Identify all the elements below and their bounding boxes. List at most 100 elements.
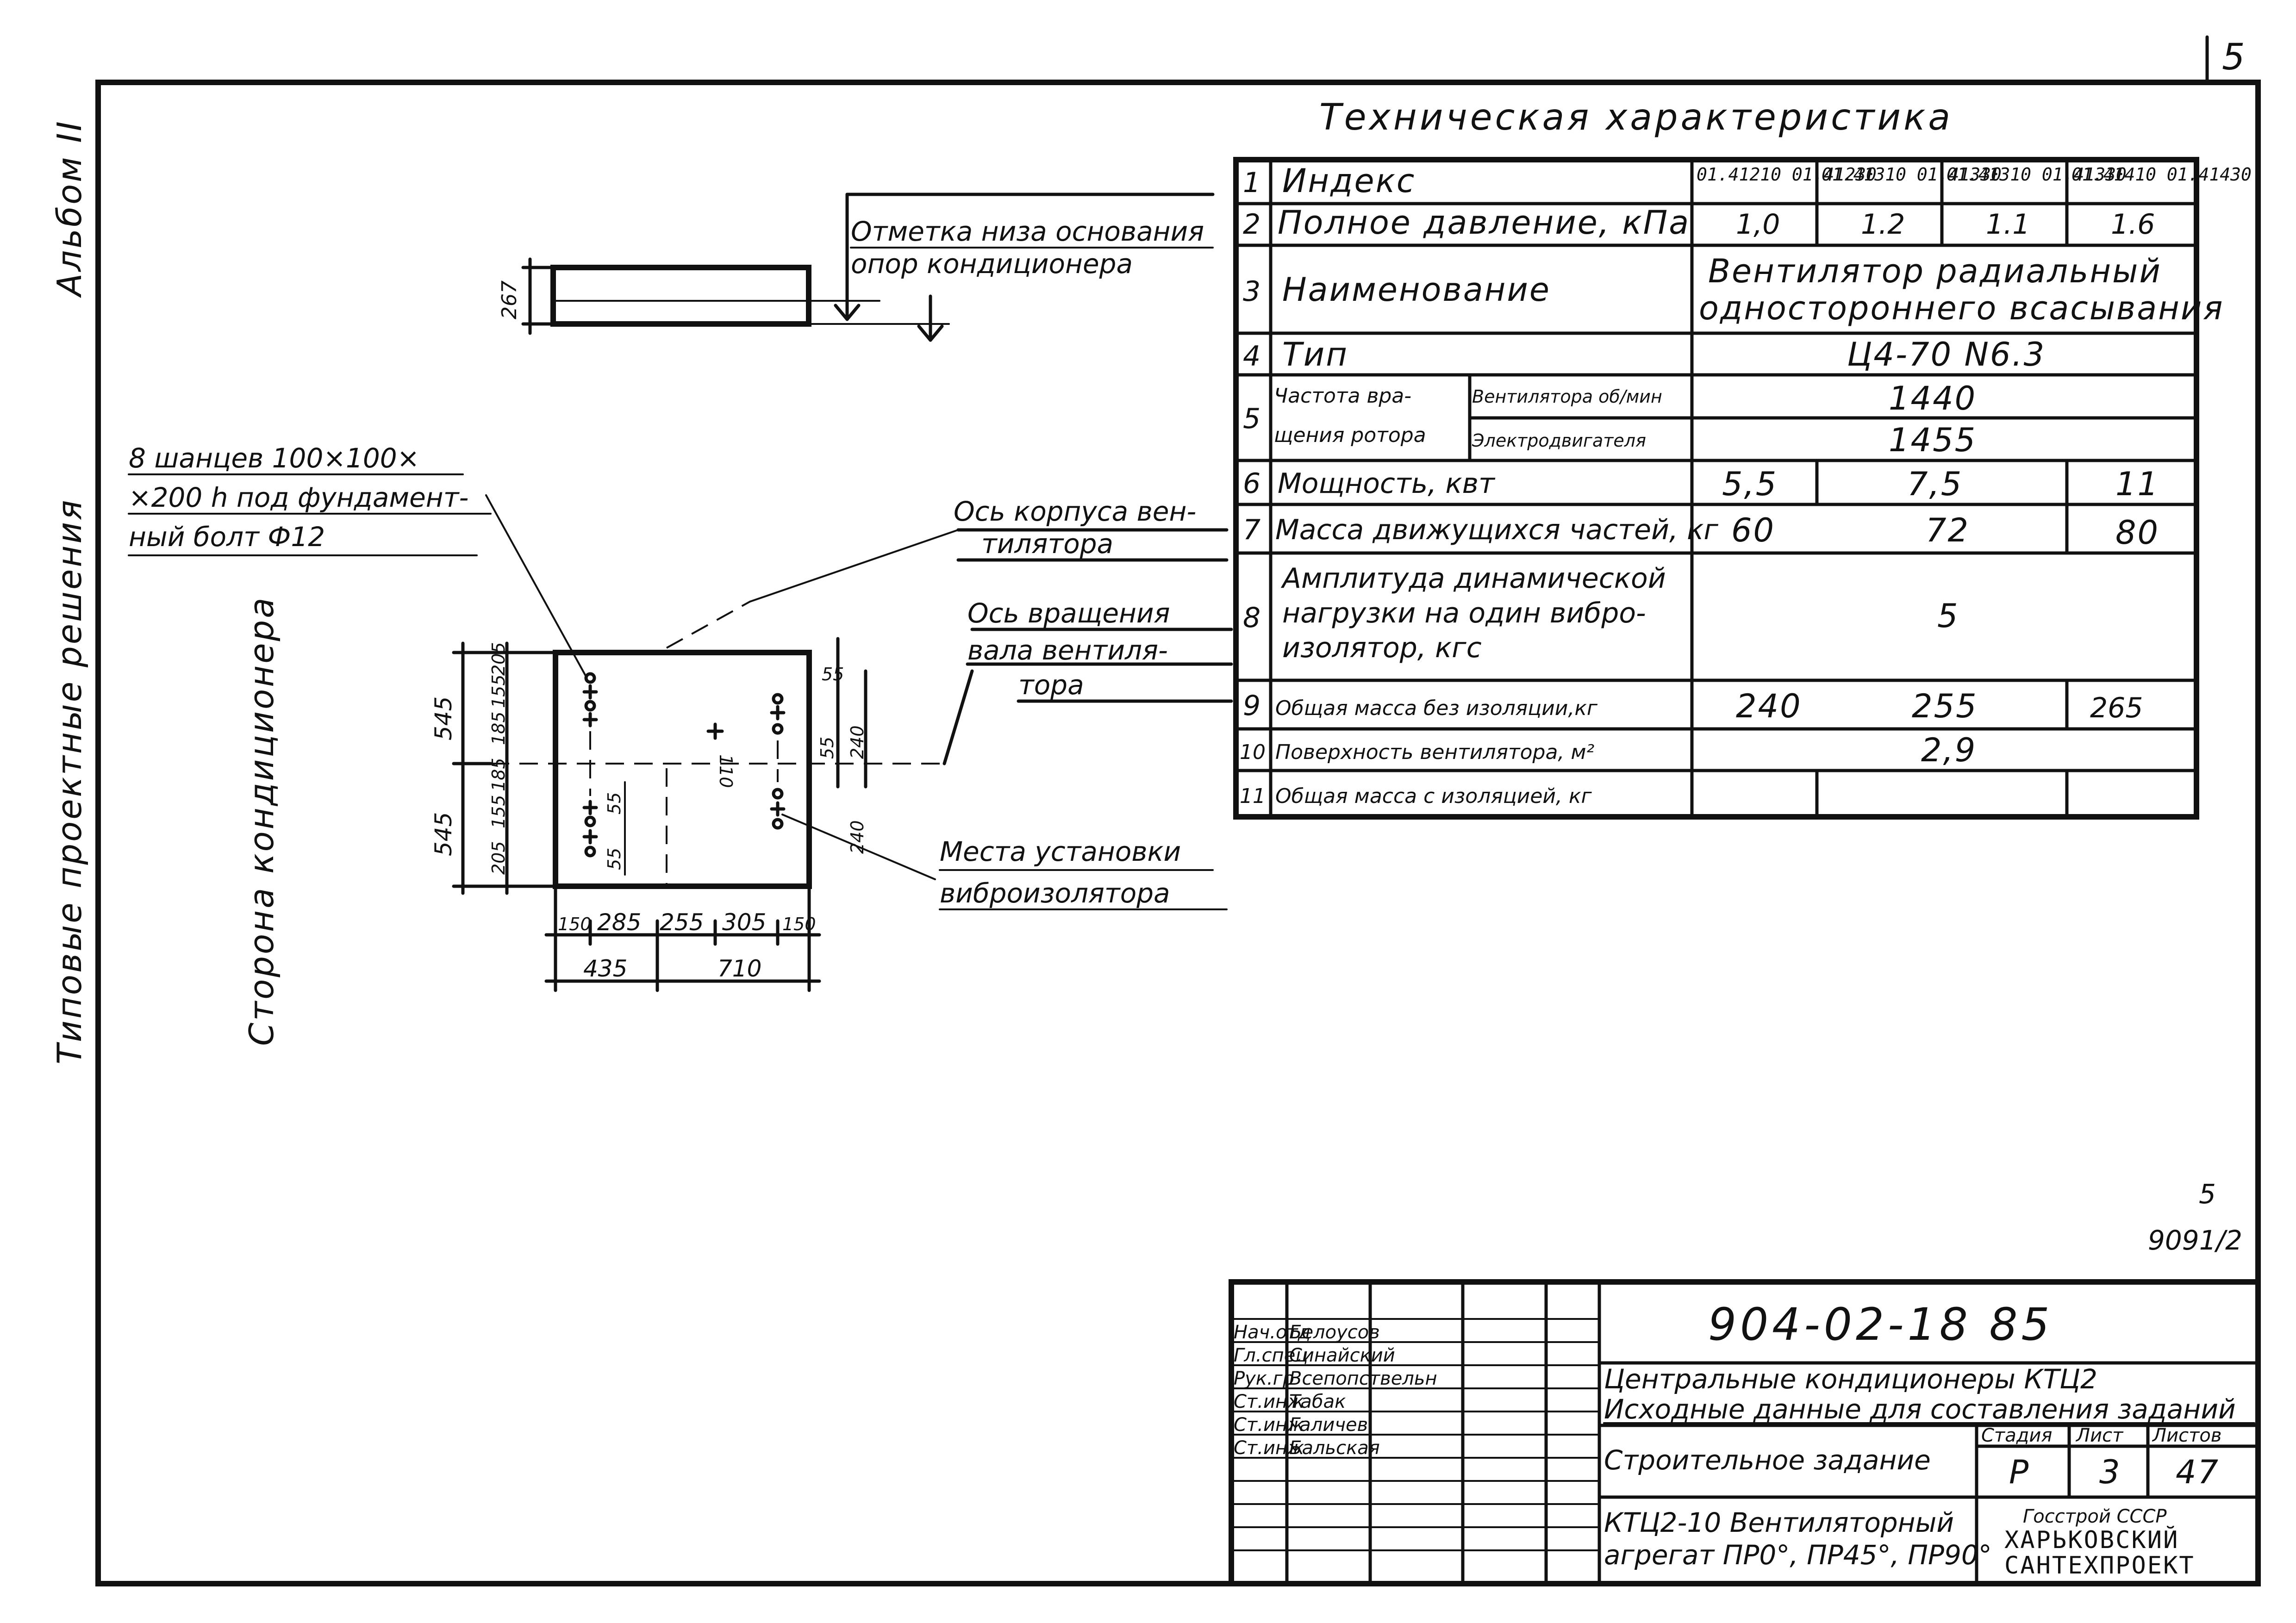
fan-rpm: 1440 [1889, 379, 1977, 417]
svg-text:Ст.инж: Ст.инж [1234, 1414, 1304, 1436]
svg-text:80: 80 [2115, 514, 2159, 552]
svg-text:265: 265 [2090, 692, 2143, 724]
row-surface-label: Поверхность вентилятора, м² [1275, 740, 1594, 764]
isolators-note: Места установки виброизолятора [939, 836, 1228, 910]
svg-text:1.6: 1.6 [2111, 208, 2155, 241]
org-line-2: ХАРЬКОВСКИЙ [2004, 1526, 2179, 1554]
svg-text:305: 305 [722, 909, 766, 936]
svg-text:тора: тора [1018, 669, 1084, 701]
svg-text:01.41410 01.41430: 01.41410 01.41430 [2071, 164, 2252, 185]
svg-text:150: 150 [782, 914, 816, 934]
svg-text:Белоусов: Белоусов [1289, 1322, 1380, 1343]
anchor-marks [582, 672, 786, 858]
row-name-label: Наименование [1282, 271, 1551, 309]
svg-text:6: 6 [1243, 467, 1260, 500]
amplitude-value: 5 [1937, 597, 1959, 635]
svg-text:3: 3 [1243, 275, 1260, 308]
svg-text:01.41310 01.41330: 01.41310 01.41330 [1822, 164, 2002, 185]
stamp-drawing-1: КТЦ2-10 Вентиляторный [1604, 1507, 1954, 1538]
svg-text:вала вентиля-: вала вентиля- [967, 634, 1168, 666]
dim-240-b: 240 [847, 820, 867, 854]
svg-text:255: 255 [1912, 687, 1978, 725]
dim-545-top: 545 [430, 696, 457, 740]
motor-rpm: 1455 [1889, 421, 1977, 459]
row-speed-label-2: щения ротора [1274, 423, 1426, 447]
svg-text:285: 285 [597, 909, 641, 936]
dim-55-inner: 55 [604, 792, 624, 815]
corner-mark-1: 5 [2199, 1178, 2216, 1210]
row-amplitude-label-2: нагрузки на один вибро- [1282, 597, 1646, 629]
stamp-sheet: 3 [2099, 1453, 2121, 1491]
svg-text:11: 11 [2115, 465, 2159, 503]
fan-type: Ц4-70 N6.3 [1847, 336, 2046, 373]
row-speed-motor: Электродвигателя [1472, 430, 1646, 451]
svg-text:150: 150 [558, 914, 592, 934]
svg-text:72: 72 [1926, 511, 1970, 549]
svg-text:Гл.спец: Гл.спец [1234, 1345, 1308, 1366]
fan-name-2: одностороннего всасывания [1699, 289, 2224, 327]
svg-text:Нач.отд: Нач.отд [1234, 1322, 1310, 1343]
svg-text:Табак: Табак [1289, 1391, 1346, 1412]
row-type-label: Тип [1282, 336, 1348, 373]
svg-text:Галичев: Галичев [1289, 1414, 1368, 1436]
album-label: Альбом II [50, 119, 89, 298]
corner-mark-2: 9091/2 [2148, 1225, 2242, 1256]
svg-text:5,5: 5,5 [1722, 465, 1778, 503]
svg-text:Синайский: Синайский [1289, 1345, 1395, 1366]
page-number: 5 [2222, 37, 2248, 78]
svg-text:виброизолятора: виброизолятора [940, 877, 1170, 909]
svg-text:Ось корпуса вен-: Ось корпуса вен- [954, 496, 1196, 527]
svg-text:185: 185 [488, 758, 509, 791]
row-power-label: Мощность, квт [1278, 467, 1496, 500]
plan-view: 545 545 205 155 185 185 155 205 55 55 11… [430, 494, 1233, 992]
svg-text:1,0: 1,0 [1736, 208, 1780, 241]
svg-text:01.41210 01.41230: 01.41210 01.41230 [1697, 164, 1877, 185]
base-mark-note-1: Отметка низа основания [851, 216, 1204, 247]
svg-text:2: 2 [1243, 208, 1260, 241]
svg-text:4: 4 [1243, 340, 1260, 373]
stamp-stage: Р [2009, 1453, 2030, 1491]
fan-name-1: Вентилятор радиальный [1708, 252, 2162, 290]
dim-240-a: 240 [847, 725, 867, 759]
svg-text:155: 155 [488, 795, 509, 828]
page-number-corner [2205, 35, 2260, 84]
row-index-label: Индекс [1282, 162, 1416, 200]
svg-text:Всепопствельн: Всепопствельн [1289, 1368, 1437, 1389]
svg-text:Листов: Листов [2152, 1425, 2221, 1446]
stamp-sheets: 47 [2176, 1453, 2220, 1491]
svg-text:Места установки: Места установки [940, 836, 1181, 867]
svg-text:255: 255 [660, 909, 704, 936]
svg-text:×200 h под фундамент-: ×200 h под фундамент- [129, 482, 468, 513]
tech-table: 1 2 3 4 5 6 7 8 9 10 11 Индекс Полное да… [1233, 157, 2252, 820]
svg-text:11: 11 [1240, 784, 1266, 808]
row-amplitude-label-1: Амплитуда динамической [1280, 562, 1666, 595]
dim-545-bottom: 545 [430, 812, 457, 856]
title-block: Нач.отд Белоусов Гл.спец Синайский Рук.г… [1229, 1279, 2261, 1586]
svg-text:8: 8 [1243, 602, 1260, 634]
svg-text:Ст.инж: Ст.инж [1234, 1437, 1304, 1459]
svg-text:1: 1 [1243, 167, 1260, 199]
table-title: Техническая характеристика [1319, 97, 1953, 138]
svg-text:1.1: 1.1 [1986, 208, 2030, 241]
dim-110: 110 [716, 754, 736, 788]
row-moving-mass-label: Масса движущихся частей, кг [1275, 514, 1718, 546]
svg-text:Ось вращения: Ось вращения [967, 597, 1170, 629]
dim-710: 710 [718, 955, 761, 982]
svg-text:10: 10 [1240, 740, 1266, 764]
doc-number: 904-02-18 85 [1708, 1299, 2053, 1350]
row-speed-label-1: Частота вра- [1274, 384, 1411, 408]
svg-text:9: 9 [1243, 690, 1260, 722]
row-mass-no-insulation-label: Общая масса без изоляции,кг [1275, 696, 1598, 720]
svg-text:тилятора: тилятора [981, 528, 1113, 560]
svg-text:155: 155 [488, 674, 509, 708]
svg-text:240: 240 [1736, 687, 1802, 725]
svg-text:7,5: 7,5 [1907, 465, 1963, 503]
svg-text:Стадия: Стадия [1981, 1425, 2052, 1446]
body-axis-note: Ось корпуса вен- тилятора [954, 496, 1196, 560]
org-line-1: Госстрой СССР [2023, 1506, 2167, 1527]
stamp-title-2: Исходные данные для составления заданий [1604, 1393, 2236, 1425]
row-mass-insulation-label: Общая масса с изоляцией, кг [1275, 784, 1592, 808]
svg-text:Бальская: Бальская [1289, 1437, 1380, 1459]
row-amplitude-label-3: изолятор, кгс [1282, 632, 1482, 664]
